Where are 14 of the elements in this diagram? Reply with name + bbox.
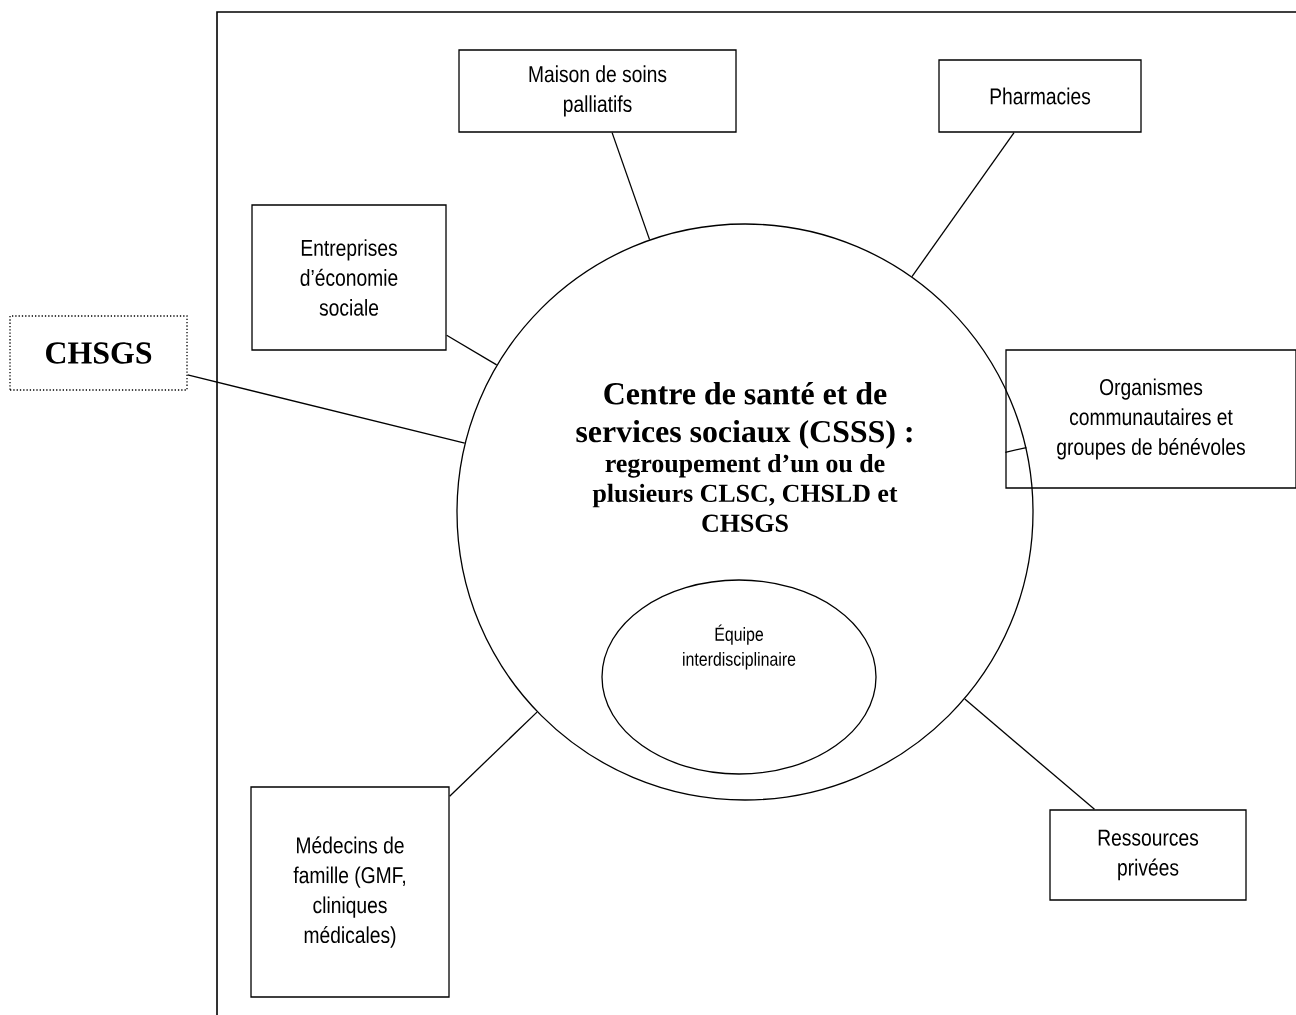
connector-line: [911, 132, 1015, 278]
organization-box: Organismes communautaires et groupes de bénévoles: [1005, 349, 1296, 489]
connector-line: [187, 374, 466, 444]
connector-line: [964, 698, 1096, 810]
organization-box: Pharmacies: [938, 59, 1142, 133]
organization-box: Médecins de famille (GMF, cliniques médicales): [250, 786, 450, 998]
connector-line: [449, 711, 538, 797]
organization-box: Entreprises d’économie sociale: [251, 204, 447, 351]
connector-line: [1004, 446, 1027, 453]
organization-box: CHSGS: [9, 315, 188, 391]
organization-box: Maison de soins palliatifs: [458, 49, 737, 133]
connector-line: [611, 132, 651, 241]
organization-box: Ressources privées: [1049, 809, 1247, 901]
connector-line: [446, 334, 498, 366]
